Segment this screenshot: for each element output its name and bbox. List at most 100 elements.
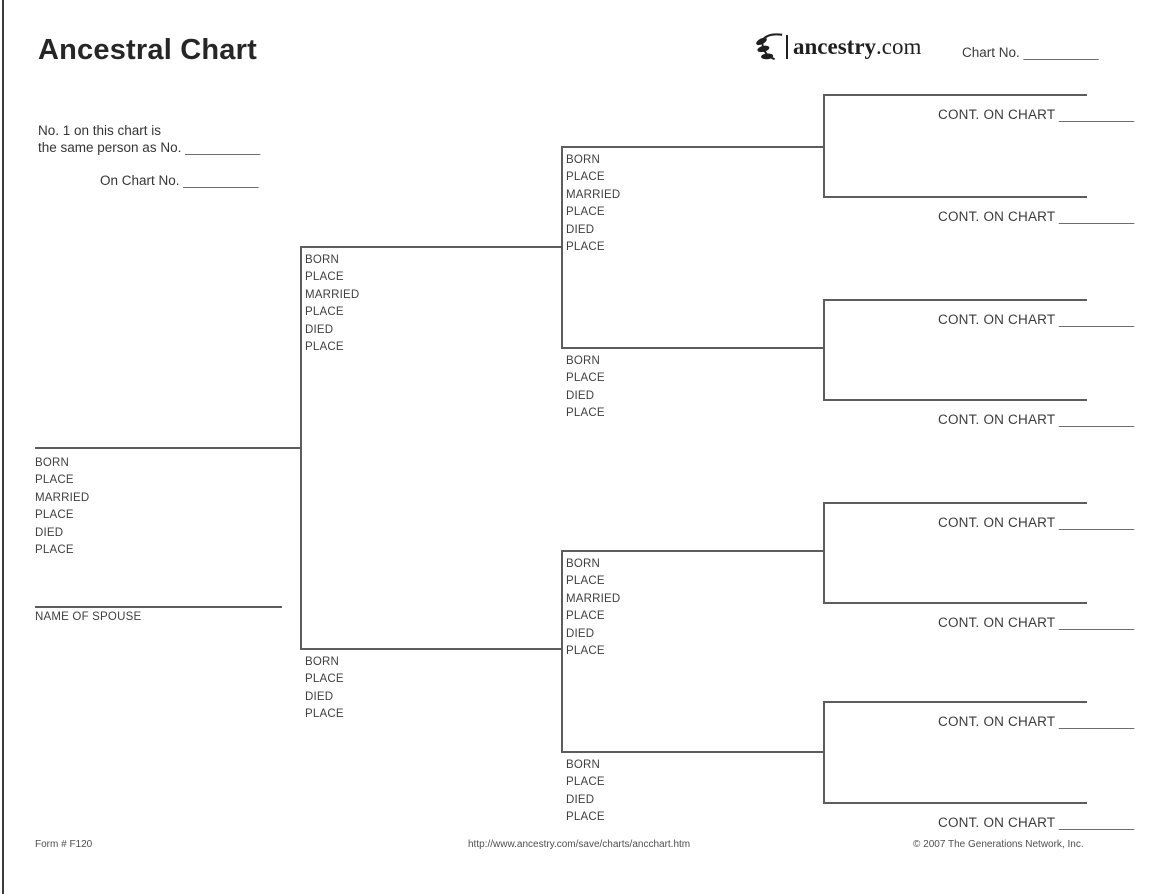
cont-chart-number-blank: __________ (1059, 412, 1135, 427)
field-label-place: PLACE (566, 575, 605, 588)
on-chart-no-blank: __________ (183, 173, 259, 188)
great-grandparent-4-name-line (823, 399, 1087, 401)
cont-chart-number-blank: __________ (1059, 515, 1135, 530)
cont-on-chart-7: CONT. ON CHART __________ (938, 714, 1134, 729)
great-grandparent-1-name-line (823, 94, 1087, 96)
cont-chart-number-blank: __________ (1059, 714, 1135, 729)
field-label-place: PLACE (305, 708, 344, 721)
field-label-place: PLACE (305, 673, 344, 686)
name-of-spouse-label: NAME OF SPOUSE (35, 611, 142, 623)
person1-name-line (35, 447, 301, 449)
footer-copyright: © 2007 The Generations Network, Inc. (913, 839, 1084, 850)
field-label-place: PLACE (566, 407, 605, 420)
paternal-grandfather-field-labels: BORN PLACE MARRIED PLACE DIED PLACE (566, 152, 620, 256)
field-label-place: PLACE (566, 811, 605, 824)
cont-chart-number-blank: __________ (1059, 312, 1135, 327)
field-label-born: BORN (566, 355, 601, 367)
cont-on-chart-4: CONT. ON CHART __________ (938, 412, 1134, 427)
field-label-died: DIED (566, 389, 595, 402)
paternal-grandmother-field-labels: BORN PLACE DIED PLACE (566, 353, 605, 423)
field-label-died: DIED (35, 526, 64, 539)
cont-on-chart-label: CONT. ON CHART (938, 515, 1056, 530)
spouse-name-line (35, 606, 282, 608)
field-label-place: PLACE (305, 271, 344, 284)
cont-chart-number-blank: __________ (1059, 107, 1135, 122)
mother-field-labels: BORN PLACE DIED PLACE (305, 654, 344, 724)
mother-name-line (300, 648, 563, 650)
ancestry-leaf-icon (756, 33, 783, 61)
field-label-place: PLACE (566, 645, 605, 658)
great-grandparents-bracket-4-line (823, 701, 825, 804)
field-label-place: PLACE (566, 171, 605, 184)
field-label-died: DIED (566, 627, 595, 640)
paternal-grandparents-bracket-line (561, 146, 563, 349)
page-left-edge-line (2, 0, 4, 894)
footer-form-number: Form # F120 (35, 839, 93, 850)
field-label-born: BORN (305, 254, 340, 266)
paternal-grandfather-name-line (561, 146, 825, 148)
maternal-grandmother-field-labels: BORN PLACE DIED PLACE (566, 757, 605, 827)
cont-on-chart-6: CONT. ON CHART __________ (938, 615, 1134, 630)
cont-on-chart-label: CONT. ON CHART (938, 209, 1056, 224)
cont-on-chart-8: CONT. ON CHART __________ (938, 815, 1134, 830)
field-label-place: PLACE (305, 341, 344, 354)
page-title: Ancestral Chart (38, 34, 257, 66)
father-field-labels: BORN PLACE MARRIED PLACE DIED PLACE (305, 252, 359, 356)
same-person-no-blank: __________ (185, 140, 261, 155)
field-label-place: PLACE (566, 241, 605, 254)
chart-no-field: Chart No. __________ (962, 45, 1099, 60)
maternal-grandfather-name-line (561, 550, 825, 552)
cont-on-chart-label: CONT. ON CHART (938, 107, 1056, 122)
identity-note-line2-text: the same person as No. (38, 140, 182, 155)
ancestry-logo: ancestry.com (754, 30, 921, 64)
great-grandparent-7-name-line (823, 701, 1087, 703)
great-grandparent-2-name-line (823, 196, 1087, 198)
field-label-married: MARRIED (305, 288, 360, 301)
field-label-died: DIED (566, 223, 595, 236)
great-grandparents-bracket-2-line (823, 299, 825, 401)
field-label-born: BORN (566, 759, 601, 771)
great-grandparent-3-name-line (823, 299, 1087, 301)
cont-on-chart-label: CONT. ON CHART (938, 714, 1056, 729)
cont-on-chart-label: CONT. ON CHART (938, 412, 1056, 427)
cont-chart-number-blank: __________ (1059, 209, 1135, 224)
cont-on-chart-3: CONT. ON CHART __________ (938, 312, 1134, 327)
identity-note-line2: the same person as No. __________ (38, 140, 260, 155)
field-label-died: DIED (566, 793, 595, 806)
paternal-grandmother-name-line (561, 347, 825, 349)
maternal-grandparents-bracket-line (561, 550, 563, 753)
father-name-line (300, 246, 563, 248)
field-label-married: MARRIED (35, 491, 90, 504)
field-label-born: BORN (566, 558, 601, 570)
maternal-grandfather-field-labels: BORN PLACE MARRIED PLACE DIED PLACE (566, 556, 620, 660)
chart-no-label: Chart No. (962, 45, 1020, 60)
field-label-born: BORN (305, 656, 340, 668)
generation2-bracket-line (300, 246, 302, 650)
great-grandparent-5-name-line (823, 502, 1087, 504)
field-label-married: MARRIED (566, 188, 621, 201)
identity-note-line3-text: On Chart No. (100, 173, 180, 188)
identity-note-line3: On Chart No. __________ (100, 173, 258, 188)
cont-on-chart-label: CONT. ON CHART (938, 815, 1056, 830)
cont-on-chart-5: CONT. ON CHART __________ (938, 515, 1134, 530)
cont-on-chart-1: CONT. ON CHART __________ (938, 107, 1134, 122)
logo-tld-text: .com (876, 34, 922, 59)
field-label-place: PLACE (566, 372, 605, 385)
cont-on-chart-2: CONT. ON CHART __________ (938, 209, 1134, 224)
field-label-place: PLACE (35, 544, 74, 557)
cont-chart-number-blank: __________ (1059, 615, 1135, 630)
great-grandparents-bracket-1-line (823, 94, 825, 198)
cont-chart-number-blank: __________ (1059, 815, 1135, 830)
field-label-married: MARRIED (566, 592, 621, 605)
field-label-place: PLACE (35, 509, 74, 522)
logo-wordmark: ancestry.com (793, 34, 921, 60)
cont-on-chart-label: CONT. ON CHART (938, 312, 1056, 327)
field-label-place: PLACE (305, 306, 344, 319)
field-label-born: BORN (566, 154, 601, 166)
chart-no-blank: __________ (1023, 45, 1099, 60)
logo-divider-bar (786, 35, 788, 59)
field-label-place: PLACE (566, 206, 605, 219)
field-label-born: BORN (35, 457, 70, 469)
footer-url: http://www.ancestry.com/save/charts/ancc… (468, 839, 691, 850)
